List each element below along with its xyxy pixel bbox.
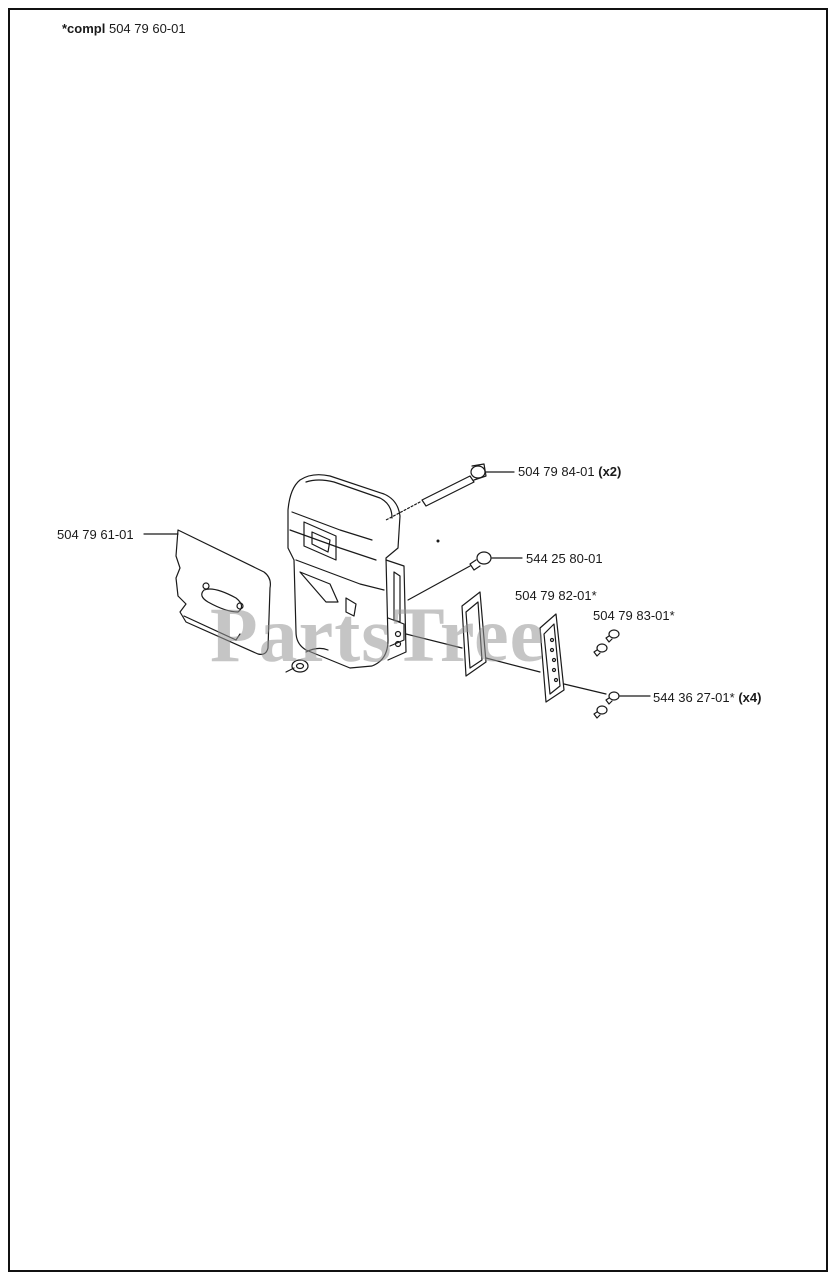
screw-top-drawing [407, 551, 492, 601]
small-screw-4 [593, 705, 608, 719]
assembly-axis-1 [405, 633, 463, 649]
page-frame [8, 8, 828, 1272]
label-screw-top[interactable]: 544 25 80-01 [526, 551, 603, 566]
screw-small-qty: (x4) [738, 690, 762, 705]
compl-prefix: *compl [62, 21, 106, 36]
gasket-left-part-number: 504 79 61-01 [57, 527, 134, 542]
label-plate-gasket[interactable]: 504 79 82-01* [515, 588, 597, 603]
label-gasket-left[interactable]: 504 79 61-01 [57, 527, 134, 542]
bolt-drawing [421, 463, 487, 507]
bolt-axis [385, 501, 421, 521]
spark-screen-drawing [539, 613, 565, 703]
washer-drawing [285, 647, 329, 673]
watermark: PartsTree [210, 591, 546, 678]
bolt-part-number: 504 79 84-01 [518, 464, 595, 479]
small-screw-1 [605, 629, 620, 643]
small-screw-2 [593, 643, 608, 657]
label-bolt[interactable]: 504 79 84-01 (x2) [518, 464, 621, 479]
assembly-number: *compl 504 79 60-01 [62, 21, 186, 36]
bolt-qty: (x2) [598, 464, 622, 479]
compl-number: 504 79 60-01 [108, 21, 186, 36]
reference-mark [436, 539, 440, 543]
muffler-body-drawing [287, 474, 407, 669]
plate-gasket-part-number: 504 79 82-01* [515, 588, 597, 603]
label-spark-screen[interactable]: 504 79 83-01* [593, 608, 675, 623]
screw-small-part-number: 544 36 27-01* [653, 690, 735, 705]
assembly-axis-3 [563, 683, 607, 695]
assembly-axis-2 [485, 657, 541, 673]
spark-screen-part-number: 504 79 83-01* [593, 608, 675, 623]
small-screw-3 [605, 691, 620, 705]
plate-gasket-drawing [461, 591, 487, 677]
label-screw-small[interactable]: 544 36 27-01* (x4) [653, 690, 761, 705]
screw-top-part-number: 544 25 80-01 [526, 551, 603, 566]
gasket-left-drawing [175, 529, 271, 655]
